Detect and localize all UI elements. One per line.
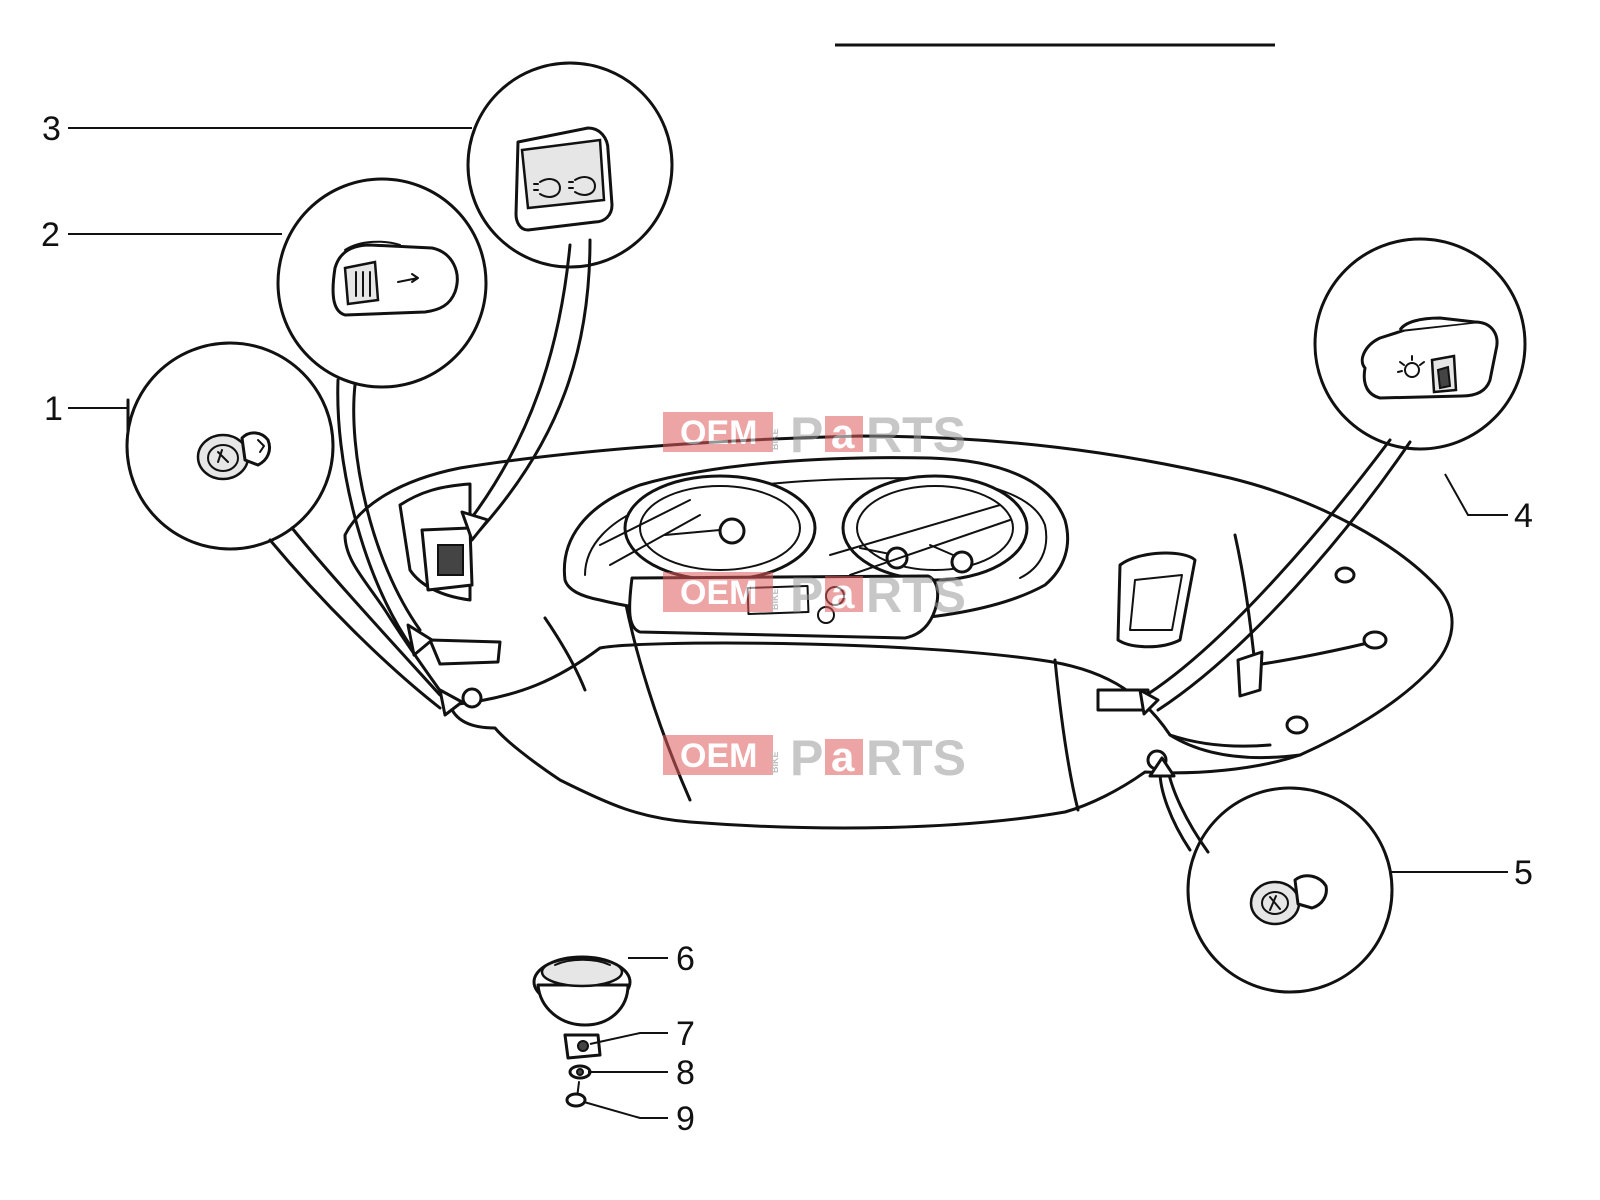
callout-labels: 1 2 3 4 5 6 7 8 9 <box>41 110 1533 1138</box>
watermark-rts: RTS <box>866 730 966 786</box>
detail-1-lock <box>125 341 464 717</box>
watermark-a-badge <box>825 576 863 612</box>
part-8-washer <box>568 1064 592 1080</box>
detail-4-light-switch <box>1138 237 1527 716</box>
callout-7: 7 <box>676 1015 695 1053</box>
callout-9: 9 <box>676 1100 695 1138</box>
watermark-a: a <box>831 733 855 780</box>
part-6-horn <box>532 955 632 1027</box>
callout-4: 4 <box>1514 497 1533 535</box>
callout-1: 1 <box>44 390 63 428</box>
watermark-p: P <box>790 730 823 786</box>
watermark-oem-badge <box>663 735 773 775</box>
callout-3: 3 <box>42 110 61 148</box>
part-7-bracket <box>563 1033 602 1060</box>
watermark-p: P <box>790 407 823 463</box>
detail-5-lock <box>1148 756 1394 994</box>
part-9-screw <box>565 1081 587 1108</box>
callout-8: 8 <box>676 1054 695 1092</box>
watermark-3: OEM BIKE P a RTS <box>663 730 966 786</box>
watermark-oem-badge <box>663 572 773 612</box>
watermark-1: OEM BIKE P a RTS <box>663 407 966 463</box>
watermark-a: a <box>831 410 855 457</box>
watermark-oem: OEM <box>680 737 757 775</box>
detail-3-headlight-switch <box>460 61 674 542</box>
detail-2-switch <box>276 177 488 657</box>
callout-5: 5 <box>1514 854 1533 892</box>
leader-lines <box>68 127 1508 1119</box>
watermark-bike: BIKE <box>770 588 780 610</box>
watermark-oem-badge <box>663 412 773 452</box>
watermark-a-badge <box>825 416 863 452</box>
watermark-a: a <box>831 570 855 617</box>
callout-6: 6 <box>676 940 695 978</box>
watermark-2: OEM BIKE P a RTS <box>663 567 966 623</box>
watermark-a-badge <box>825 739 863 775</box>
watermark-rts: RTS <box>866 567 966 623</box>
callout-2: 2 <box>41 216 60 254</box>
watermark-oem: OEM <box>680 414 757 452</box>
watermark-rts: RTS <box>866 407 966 463</box>
watermark-p: P <box>790 567 823 623</box>
watermark-oem: OEM <box>680 574 757 612</box>
watermark-bike: BIKE <box>770 751 780 773</box>
watermark-bike: BIKE <box>770 428 780 450</box>
